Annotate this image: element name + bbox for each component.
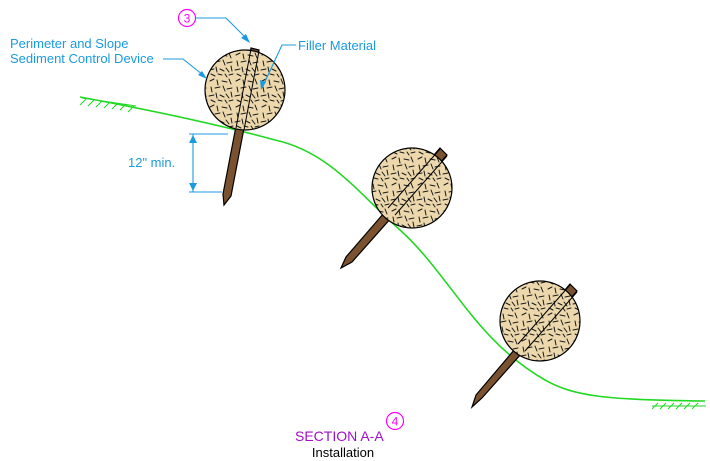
device-label-line2: Sediment Control Device [10, 51, 154, 66]
callout-3-number: 3 [184, 12, 191, 26]
depth-arrow-top [189, 135, 197, 143]
callout-3: 3 [177, 8, 197, 28]
section-title: SECTION A-A [295, 428, 384, 444]
stake-1-overlay [235, 48, 260, 131]
sediment-sock-3 [499, 280, 581, 362]
callout-4-number: 4 [392, 415, 399, 429]
ground-hatch-left [79, 97, 137, 113]
ground-hatch-right [651, 402, 706, 410]
filler-label-leader [262, 44, 296, 87]
ground-line [79, 96, 706, 402]
device-label-leader [163, 58, 204, 76]
depth-arrow-bottom [189, 183, 197, 191]
filler-label-arrowhead [260, 80, 266, 90]
callout-4: 4 [385, 411, 405, 431]
depth-dimension [189, 133, 228, 193]
section-subtitle: Installation [312, 445, 374, 460]
device-label-arrowhead [198, 71, 207, 79]
stake-2-overlay [387, 148, 448, 216]
stake-3-overlay [517, 284, 578, 352]
callout-3-arrowhead [241, 34, 250, 43]
depth-label: 12" min. [128, 155, 175, 170]
device-label-line1: Perimeter and Slope [10, 36, 129, 51]
filler-label: Filler Material [298, 38, 376, 53]
sediment-sock-1 [204, 49, 286, 131]
callout-3-leader [196, 17, 247, 39]
sediment-sock-2 [371, 147, 453, 229]
